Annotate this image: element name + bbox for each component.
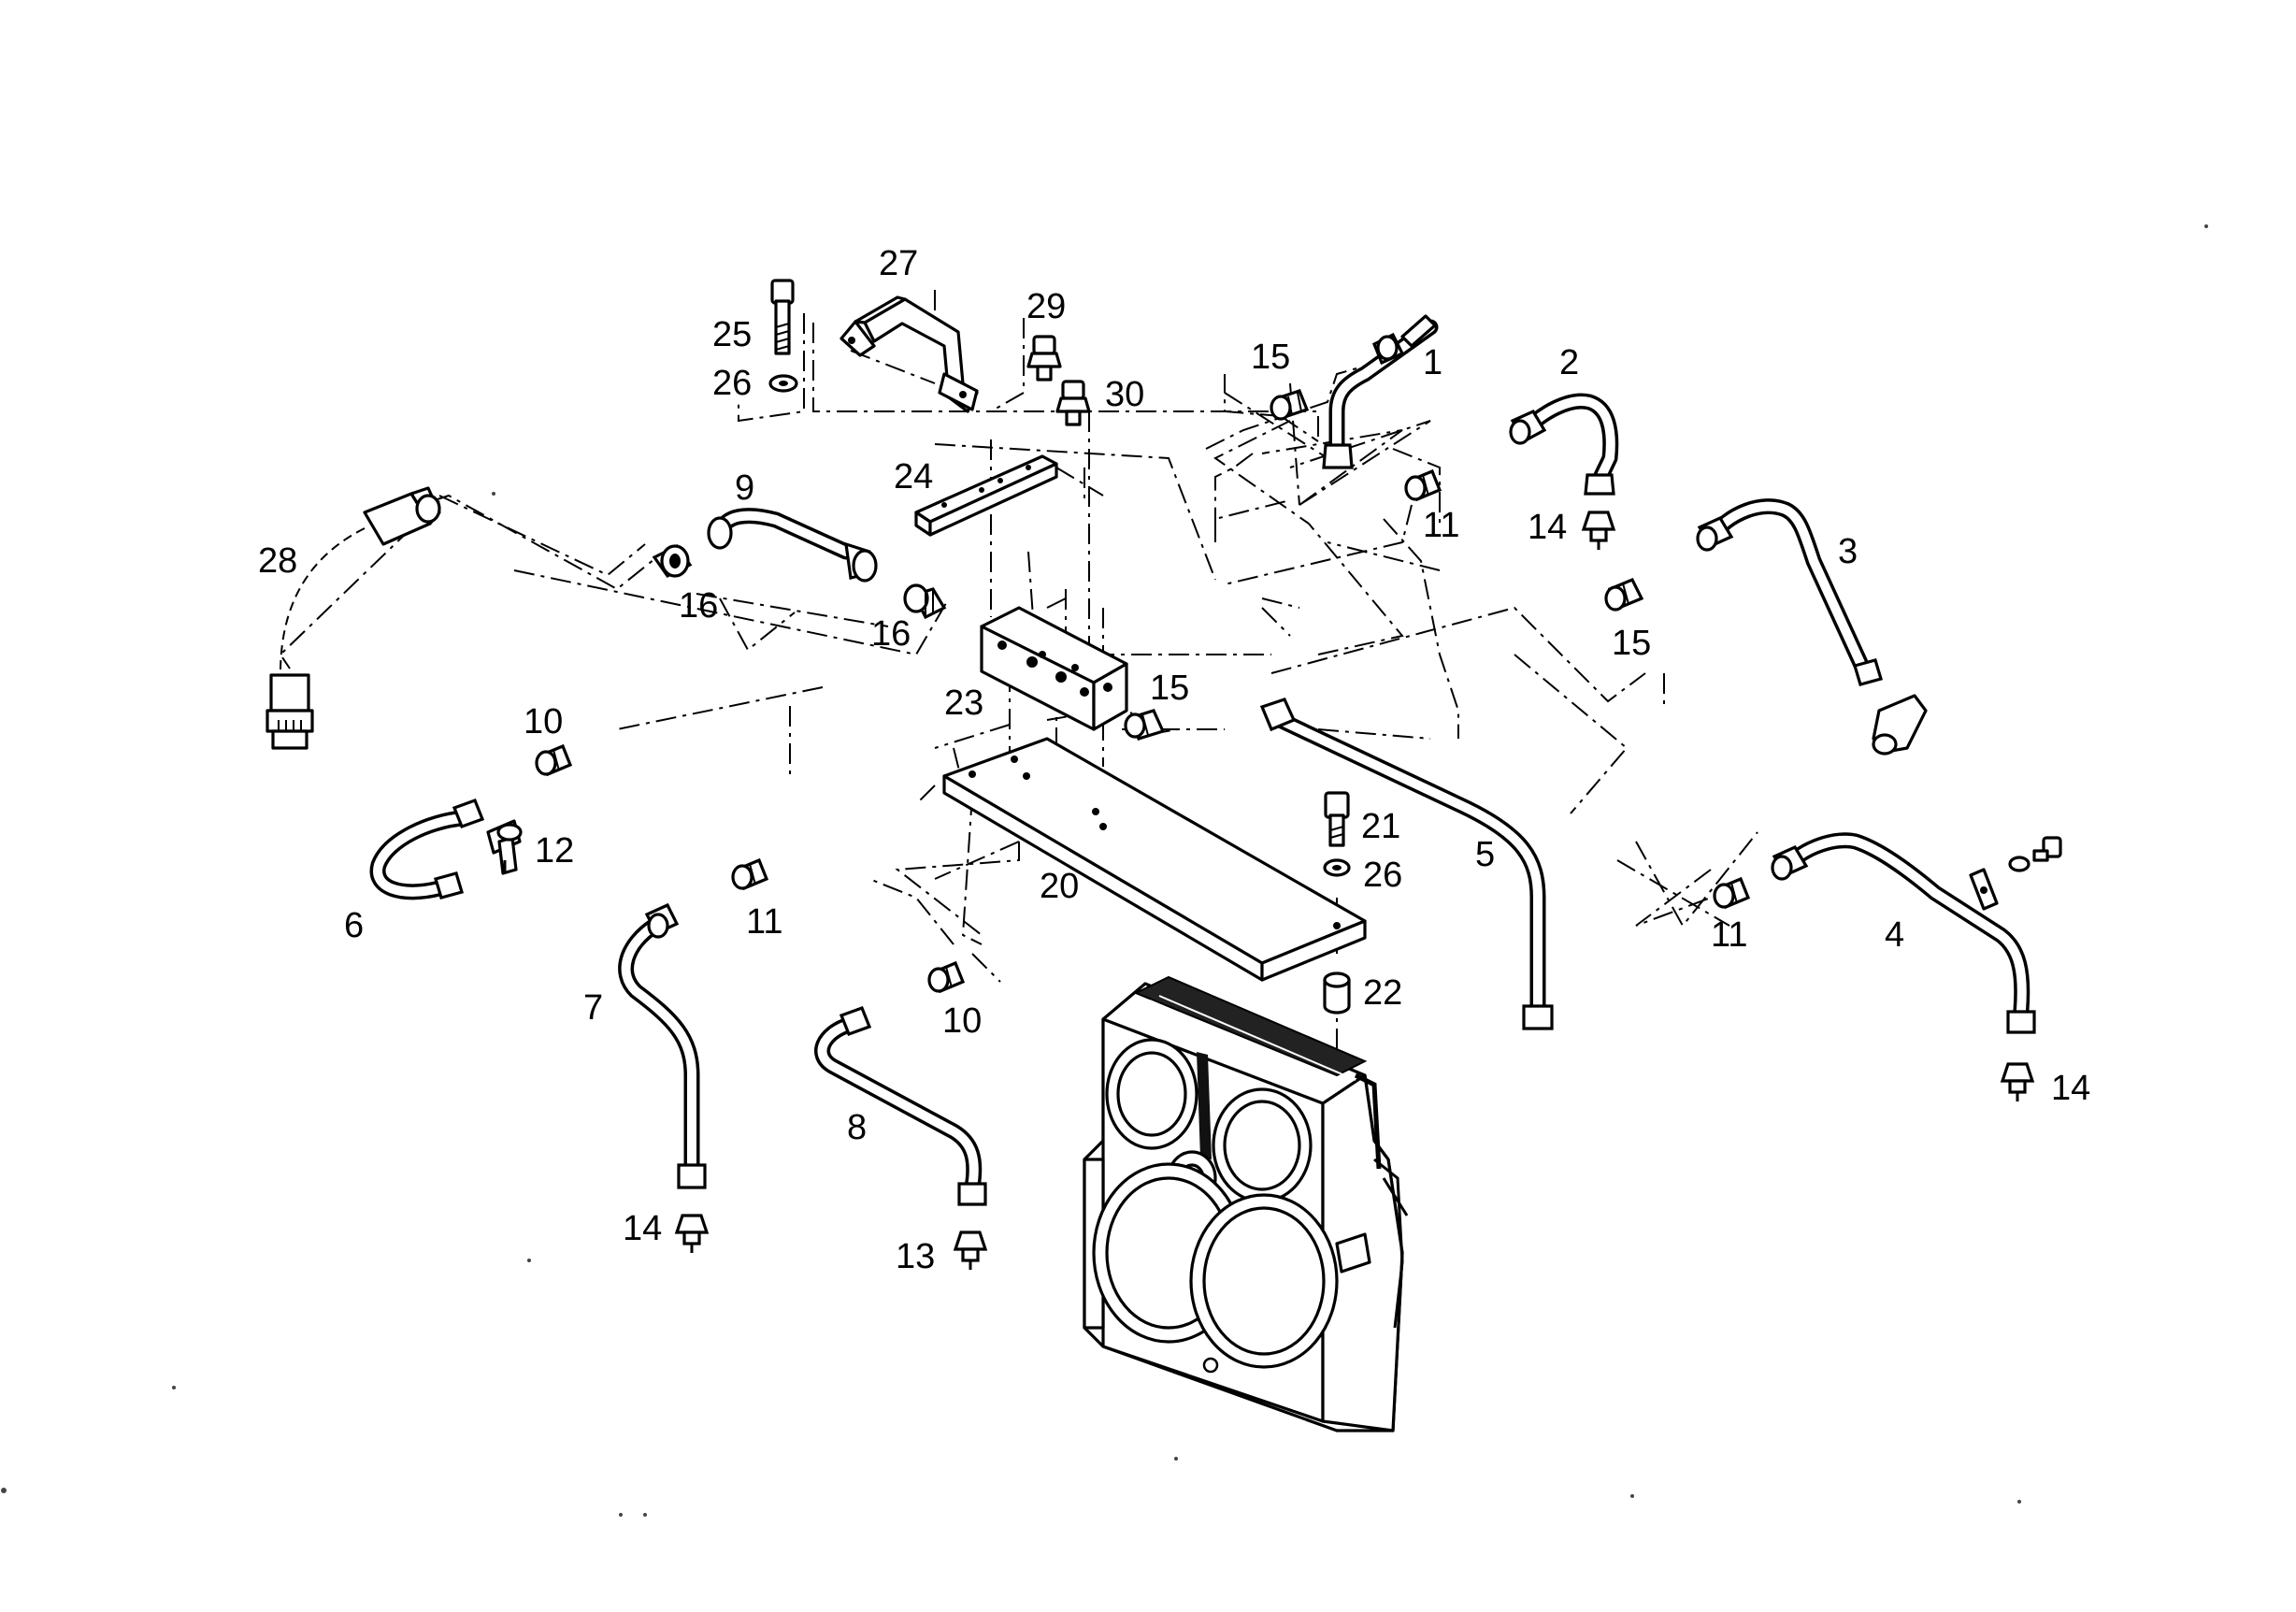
callout-1: 1 — [1423, 343, 1442, 382]
part-15-fitting-right — [1604, 577, 1644, 612]
callout-2: 2 — [1559, 343, 1579, 382]
part-7-pipe — [618, 902, 707, 1189]
part-14-fitting-right — [2000, 1062, 2035, 1101]
part-24-plate — [914, 454, 1058, 537]
part-23-manifold-block — [980, 606, 1128, 731]
part-4-pipe — [1771, 832, 2036, 1034]
part-13-fitting — [953, 1231, 988, 1270]
part-2-pipe — [1509, 393, 1619, 496]
callout-12: 12 — [535, 831, 574, 871]
callout-29: 29 — [1026, 287, 1066, 326]
callout-9: 9 — [735, 468, 754, 508]
callout-11-left: 11 — [746, 902, 782, 942]
callout-7: 7 — [583, 988, 603, 1028]
part-22-spacer — [1323, 972, 1351, 1015]
callout-11-top: 11 — [1423, 506, 1459, 545]
callout-10-left: 10 — [524, 702, 563, 741]
part-15-fitting-center — [1124, 709, 1166, 741]
part-30-sensor — [1055, 380, 1091, 426]
part-8-pipe — [814, 1005, 987, 1206]
part-26-washer — [1323, 858, 1351, 877]
callout-16-left: 16 — [679, 586, 718, 626]
callout-25: 25 — [712, 315, 752, 354]
callout-4: 4 — [1885, 915, 1904, 955]
part-26-washer-top — [768, 374, 798, 393]
part-29-sensor — [1026, 335, 1062, 381]
gearbox-housing — [1083, 975, 1409, 1432]
part-11-fitting-left — [731, 857, 769, 891]
callout-14-left: 14 — [623, 1209, 662, 1248]
callout-3: 3 — [1838, 532, 1858, 571]
part-25-bolt — [770, 279, 795, 355]
callout-22: 22 — [1363, 973, 1402, 1013]
callout-15-right: 15 — [1612, 624, 1651, 663]
part-20-mounting-plate — [942, 737, 1367, 982]
part-12-tee-fitting — [486, 819, 523, 875]
part-28-hose — [265, 486, 441, 750]
part-10-fitting-left — [535, 743, 573, 777]
part-10-fitting-lower — [927, 960, 966, 994]
callout-27: 27 — [879, 244, 918, 283]
callout-20: 20 — [1040, 867, 1079, 906]
callout-10-lower: 10 — [942, 1001, 982, 1041]
callout-14-right: 14 — [2051, 1069, 2090, 1108]
callout-26-top: 26 — [712, 364, 752, 403]
callout-21: 21 — [1361, 807, 1400, 846]
callout-15-center: 15 — [1150, 669, 1189, 708]
scan-specks — [1, 224, 2208, 1517]
part-11-fitting-top — [1404, 468, 1442, 502]
part-16-fitting-left — [652, 543, 693, 579]
callout-30: 30 — [1105, 375, 1144, 414]
part-27-bracket — [839, 295, 979, 413]
part-3-pipe — [1696, 498, 1928, 756]
part-14-fitting-left — [674, 1214, 710, 1253]
callout-8: 8 — [847, 1108, 867, 1147]
callout-5: 5 — [1475, 835, 1495, 874]
part-15-fitting-top — [1270, 389, 1310, 421]
part-14-fitting-top — [1581, 511, 1616, 550]
callout-15-top: 15 — [1251, 338, 1290, 377]
callout-16-right: 16 — [871, 614, 911, 654]
part-6-pipe — [369, 798, 485, 900]
part-11-fitting-right — [1713, 876, 1751, 910]
callout-23: 23 — [944, 684, 983, 723]
part-4-clip-hardware — [1969, 836, 2062, 911]
callout-14-top: 14 — [1528, 508, 1567, 547]
part-9-pipe — [707, 508, 878, 583]
part-21-bolt — [1324, 791, 1350, 847]
callout-13: 13 — [896, 1237, 935, 1276]
part-1-pipe — [1322, 314, 1439, 469]
callout-26-lower: 26 — [1363, 856, 1402, 895]
callout-24: 24 — [894, 457, 933, 497]
callout-labels: 1 2 3 4 5 6 7 8 9 10 10 11 11 11 12 13 1… — [258, 244, 2090, 1276]
part-5-pipe — [1259, 698, 1554, 1030]
callout-6: 6 — [344, 906, 364, 945]
callout-28: 28 — [258, 541, 297, 581]
part-16-fitting-right — [903, 583, 947, 620]
callout-11-right: 11 — [1711, 915, 1747, 955]
